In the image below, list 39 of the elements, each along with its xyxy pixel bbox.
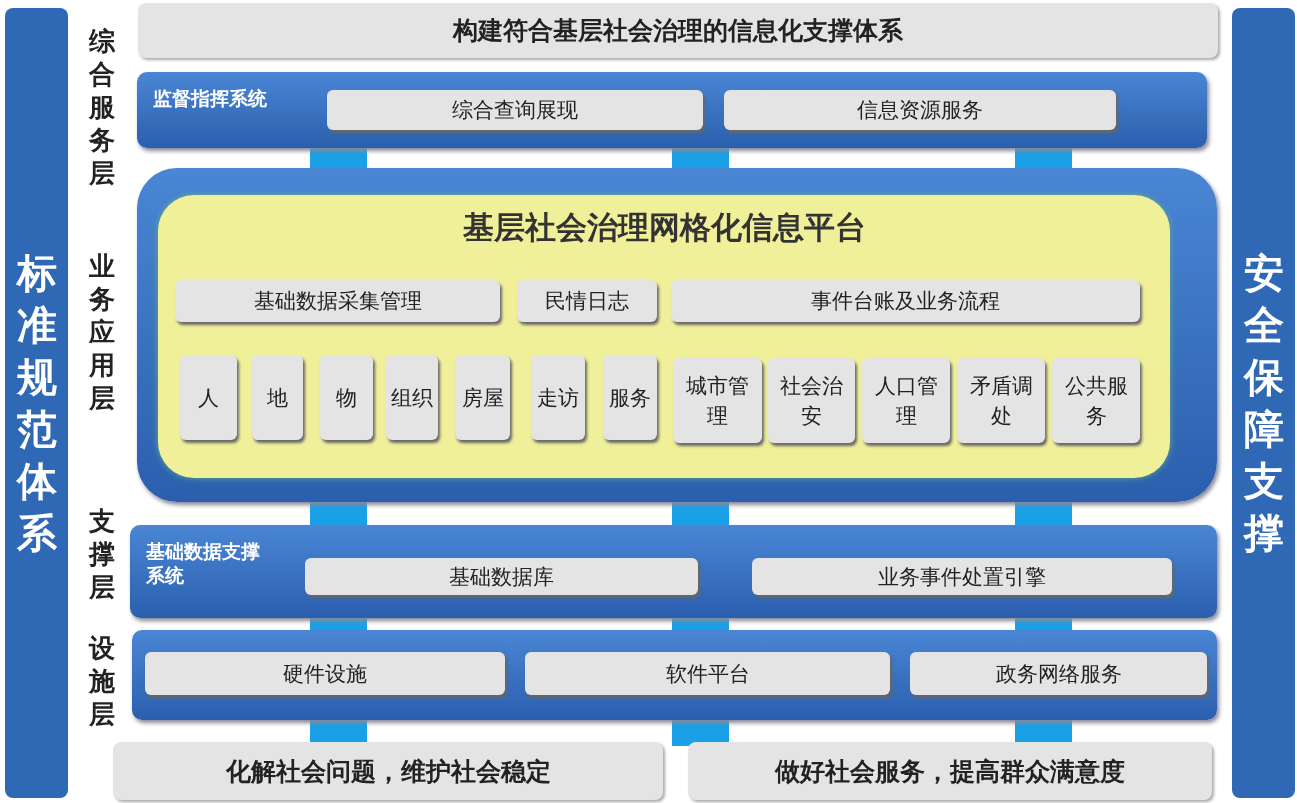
module-tile: 软件平台 (525, 652, 890, 695)
module-tile: 服务 (603, 355, 657, 440)
system-heading: 监督指挥系统 (153, 86, 268, 110)
module-tile: 民情日志 (517, 280, 657, 322)
layer-band (130, 525, 1217, 618)
module-tile: 组织 (386, 355, 438, 440)
module-tile: 房屋 (455, 355, 510, 440)
module-tile: 物 (320, 355, 373, 440)
module-tile: 社会治安 (768, 358, 855, 443)
goal-banner: 做好社会服务，提高群众满意度 (688, 742, 1212, 800)
module-tile: 信息资源服务 (724, 90, 1116, 130)
module-tile: 业务事件处置引擎 (752, 558, 1172, 595)
layer-label: 综合服务层 (87, 25, 116, 190)
layer-label: 支撑层 (87, 505, 116, 604)
side-band: 安全保障支撑 (1232, 8, 1295, 798)
goal-banner: 构建符合基层社会治理的信息化支撑体系 (138, 3, 1218, 58)
platform-panel (158, 195, 1170, 478)
layer-band (137, 168, 1217, 502)
module-tile: 硬件设施 (145, 652, 505, 695)
goal-banner: 化解社会问题，维护社会稳定 (113, 742, 663, 800)
module-tile: 走访 (531, 355, 585, 440)
platform-title: 基层社会治理网格化信息平台 (461, 208, 867, 247)
module-tile: 人口管理 (862, 358, 950, 443)
system-heading: 基础数据支撑系统 (146, 539, 261, 587)
module-tile: 事件台账及业务流程 (671, 280, 1140, 322)
module-tile: 人 (180, 355, 237, 440)
module-tile: 综合查询展现 (327, 90, 703, 130)
side-band: 标准规范体系 (5, 8, 68, 798)
layer-band (132, 630, 1217, 720)
module-tile: 公共服务 (1052, 358, 1140, 443)
module-tile: 基础数据采集管理 (175, 280, 500, 322)
layer-label: 业务应用层 (88, 250, 116, 415)
module-tile: 城市管理 (673, 358, 762, 443)
module-tile: 矛盾调处 (957, 358, 1045, 443)
layer-band (137, 72, 1207, 148)
module-tile: 政务网络服务 (910, 652, 1207, 695)
module-tile: 地 (252, 355, 303, 440)
module-tile: 基础数据库 (305, 558, 698, 595)
layer-label: 设施层 (87, 632, 116, 731)
